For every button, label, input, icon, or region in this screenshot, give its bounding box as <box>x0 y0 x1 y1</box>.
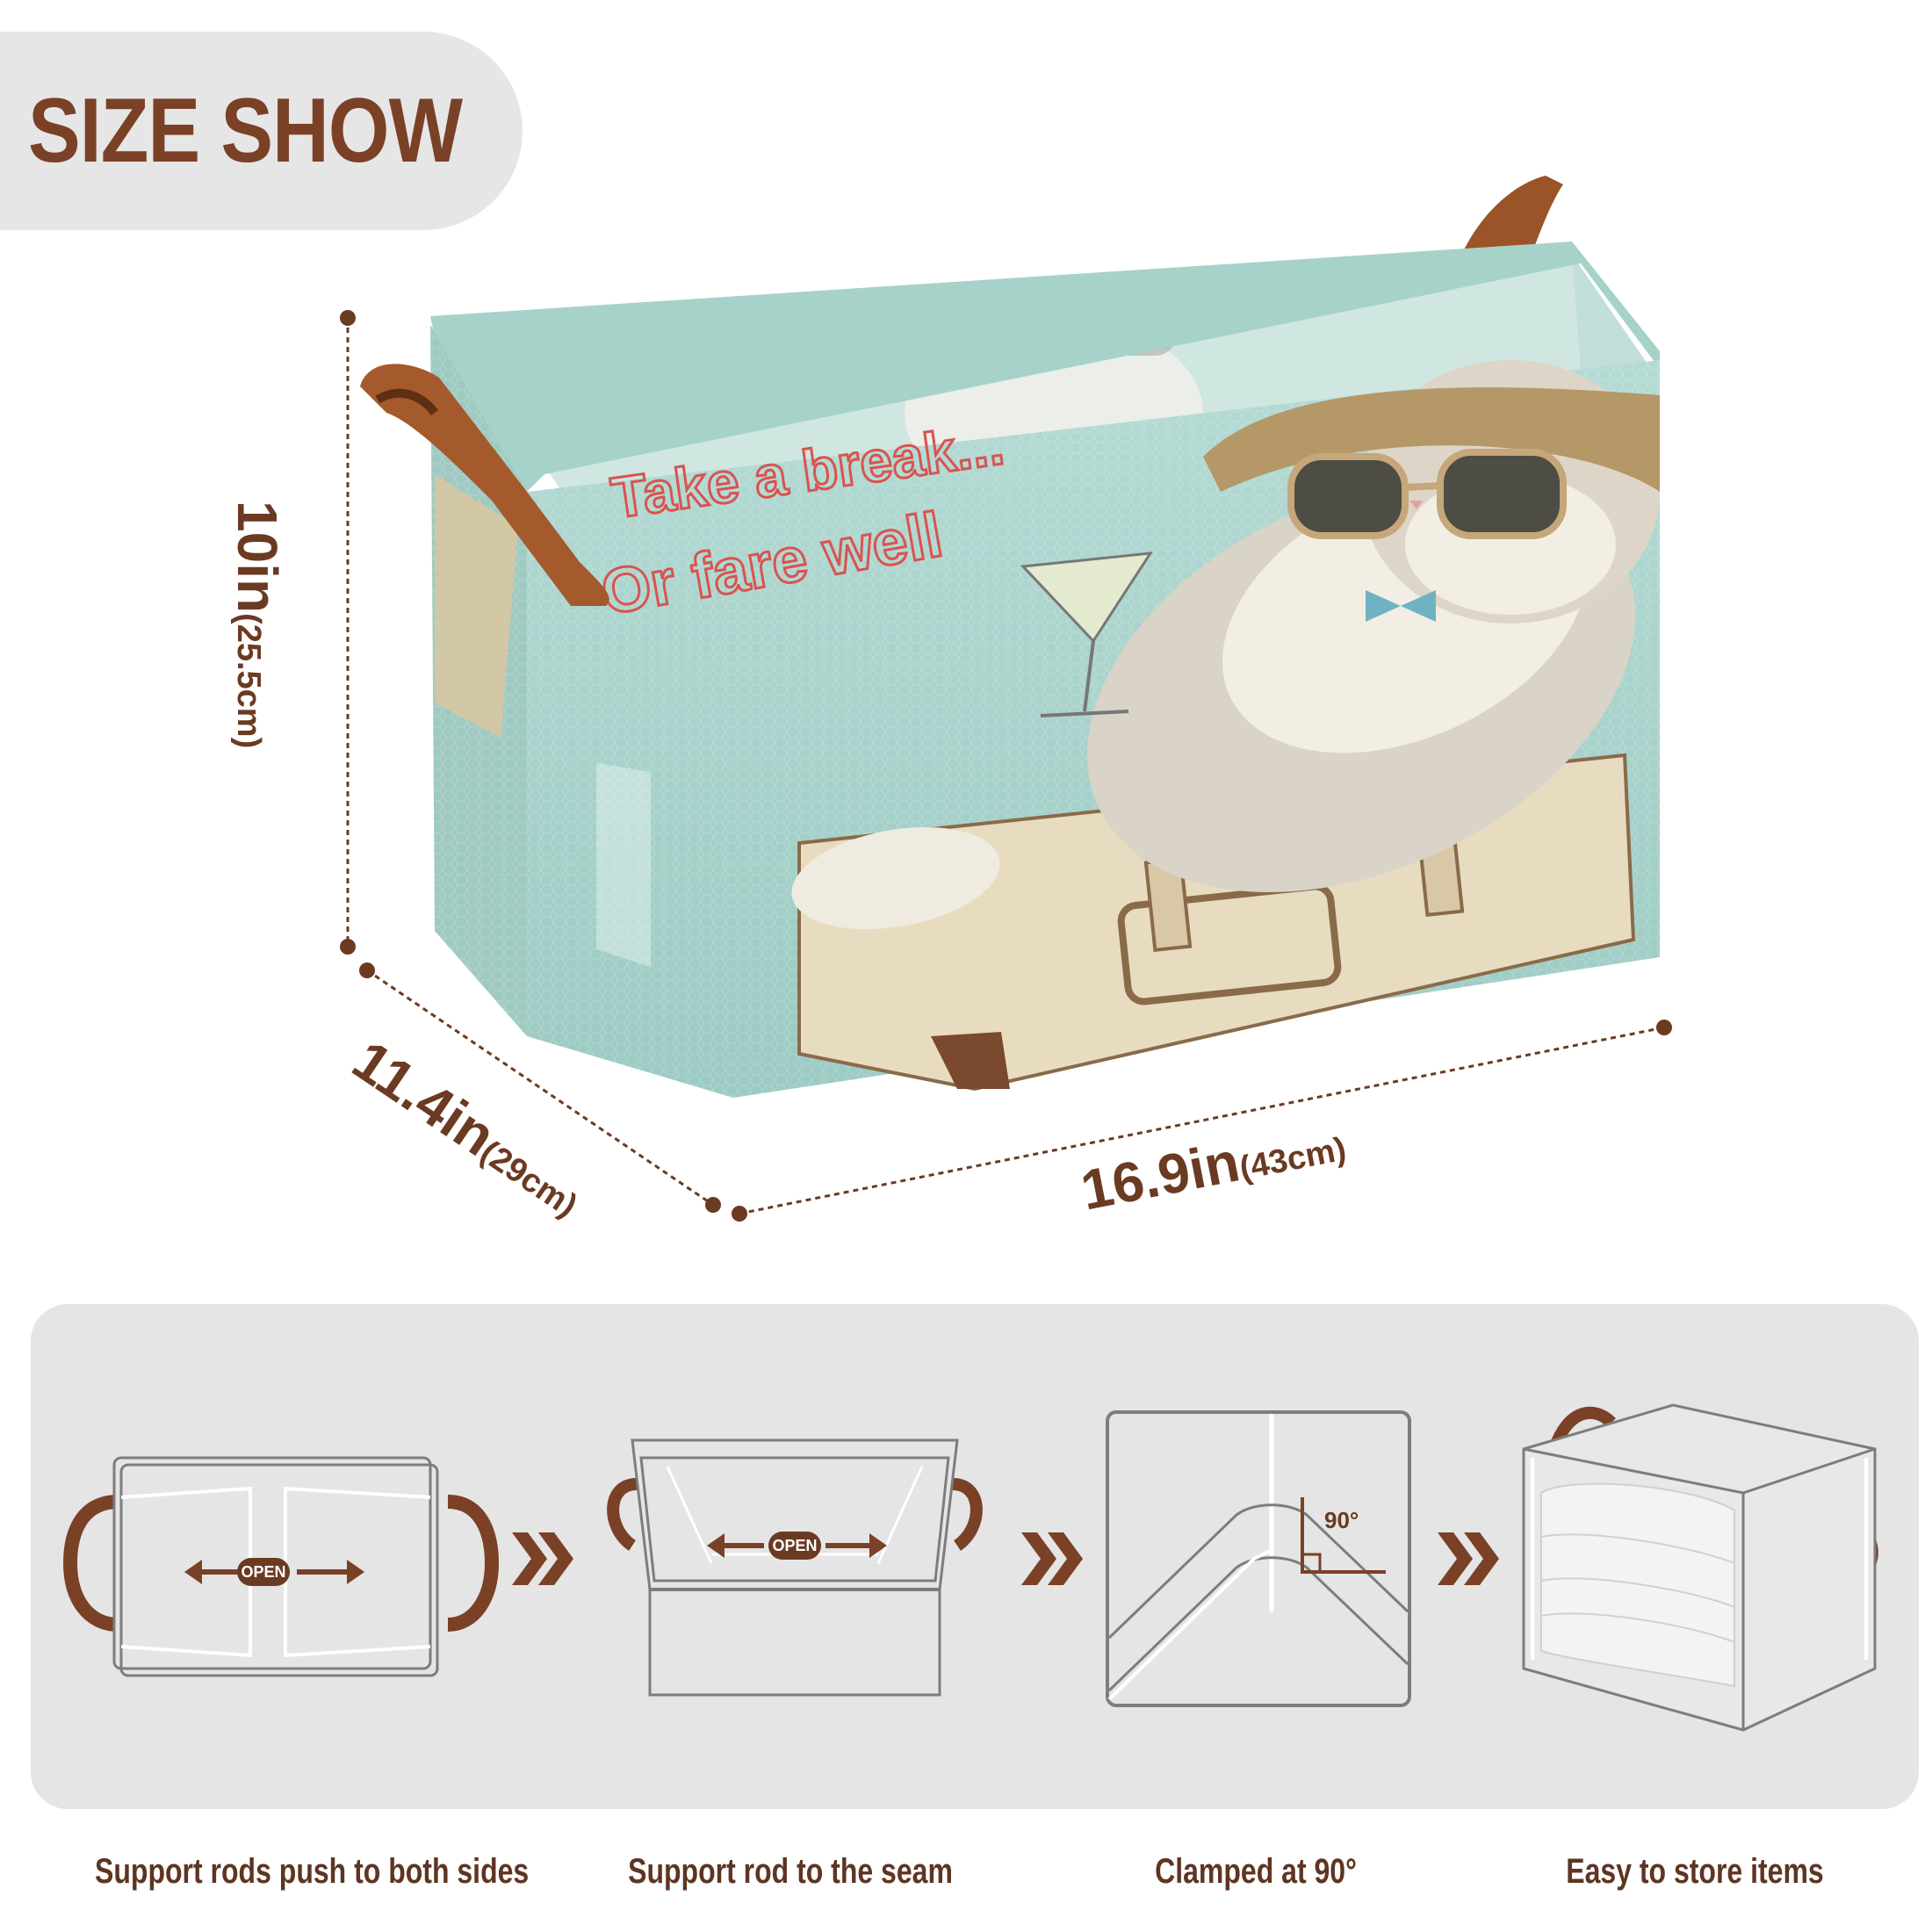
chevron-right-icon <box>1021 1532 1083 1585</box>
step-4-caption: Easy to store items <box>1566 1852 1824 1891</box>
step-4-diagram <box>1522 1403 1878 1732</box>
dimension-lines <box>346 318 1665 1215</box>
page-title: SIZE SHOW <box>28 80 463 182</box>
chevron-right-icon <box>512 1532 573 1585</box>
product-illustration: Take a break... Or fare well <box>340 176 1672 1222</box>
open-badge-2: OPEN <box>772 1537 817 1554</box>
front-handle <box>360 364 609 606</box>
step-1-diagram: OPEN <box>62 1456 500 1677</box>
height-dimension-label: 10in(25.5cm) <box>226 501 289 749</box>
chevron-right-icon <box>1438 1532 1499 1585</box>
step-1-caption: Support rods push to both sides <box>95 1852 530 1891</box>
angle-label: 90° <box>1324 1507 1359 1533</box>
step-2-diagram: OPEN <box>607 1438 983 1697</box>
open-badge-1: OPEN <box>241 1563 285 1581</box>
step-3-diagram: 90° <box>1106 1410 1411 1707</box>
step-2-caption: Support rod to the seam <box>628 1852 953 1891</box>
martini-print <box>1020 551 1153 644</box>
step-3-caption: Clamped at 90° <box>1155 1852 1357 1891</box>
size-show-badge: SIZE SHOW <box>0 32 523 230</box>
